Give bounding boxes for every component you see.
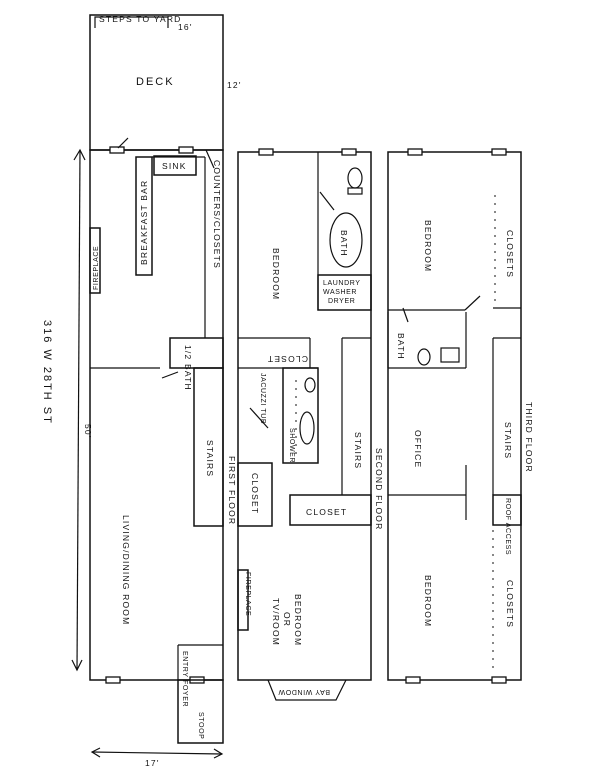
washer-label: WASHER [323, 289, 357, 296]
deck-label: DECK [136, 76, 175, 88]
stairs-first [193, 367, 224, 527]
bedroom2-label: BEDROOM [293, 594, 303, 646]
bedroom-label: BEDROOM [271, 248, 281, 300]
breakfast-bar [135, 156, 153, 276]
second-floor-outline [237, 151, 372, 681]
stoop-label: STOOP [197, 712, 204, 739]
counters-label: COUNTERS/CLOSETS [212, 160, 222, 269]
fireplace [89, 227, 101, 294]
closets-top-label: CLOSETS [505, 230, 515, 278]
bay-window-label: BAY WINDOW [278, 688, 330, 695]
sink-label: SINK [162, 161, 187, 171]
closet-mid [289, 494, 372, 526]
fireplace-label: FIREPLACE [93, 246, 100, 290]
breakfast-bar-label: BREAKFAST BAR [139, 180, 149, 265]
steps-label: STEPS TO YARD [99, 14, 182, 24]
second-floor-title: SECOND FLOOR [374, 448, 384, 530]
first-floor: STEPS TO YARD DECK SINK BREAKFAST BAR CO… [89, 14, 237, 744]
third-floor: BEDROOM CLOSETS BATH OFFICE STAIRS THIRD… [387, 148, 534, 684]
third-floor-title: THIRD FLOOR [524, 402, 534, 473]
first-floor-outline [89, 149, 224, 681]
dryer-label: DRYER [328, 298, 355, 305]
sink [153, 155, 197, 176]
fireplace-second [237, 569, 249, 631]
half-bath-label: 1/2 BATH [183, 345, 193, 391]
second-floor: BEDROOM BATH LAUNDRY WASHER DRYER CLOSET… [237, 148, 384, 701]
closet-top-label: CLOSET [267, 354, 308, 364]
bath-label: BATH [339, 230, 349, 257]
steps-marker [94, 16, 169, 28]
closet-mid-label: CLOSET [306, 507, 347, 517]
jacuzzi-label: JACUZZI TUB [259, 373, 266, 424]
third-floor-outline [387, 151, 522, 681]
address-label: 316 W 28TH ST [41, 320, 53, 425]
closet-left [237, 462, 273, 527]
or-label: OR [282, 612, 292, 627]
stoop [177, 679, 224, 744]
dim-side: 50' [83, 424, 93, 439]
half-bath [169, 337, 224, 369]
first-floor-title: FIRST FLOOR [227, 456, 237, 525]
entry-label: ENTRY FOYER [181, 651, 188, 707]
tv-room-label: TV/ROOM [271, 598, 281, 646]
roof-access [492, 494, 522, 526]
bath-third-label: BATH [396, 333, 406, 360]
fireplace-second-label: FIREPLACE [244, 572, 251, 616]
living-dining-label: LIVING/DINING ROOM [121, 515, 131, 625]
bedroom-bottom-label: BEDROOM [423, 575, 433, 627]
laundry-label: LAUNDRY [323, 280, 361, 287]
dim-deck: 12' [227, 80, 242, 90]
roof-access-label: ROOF ACCESS [504, 498, 511, 555]
dim-top: 16' [178, 22, 193, 32]
shower-label: SHOWER [288, 428, 295, 463]
office-label: OFFICE [413, 430, 423, 468]
stairs-second-label: STAIRS [353, 432, 363, 469]
dim-bottom: 17' [145, 758, 160, 768]
dimensions: 16' 12' 50' 17' 316 W 28TH ST [41, 22, 242, 768]
closet-left-label: CLOSET [250, 473, 260, 514]
bathtub [329, 212, 363, 268]
stairs-third-label: STAIRS [503, 422, 513, 459]
closets-bottom-label: CLOSETS [505, 580, 515, 628]
jacuzzi-bath [282, 367, 319, 464]
bay-window [267, 679, 347, 701]
bedroom-top-label: BEDROOM [423, 220, 433, 272]
stairs-first-label: STAIRS [205, 440, 215, 477]
laundry-room [317, 274, 372, 311]
